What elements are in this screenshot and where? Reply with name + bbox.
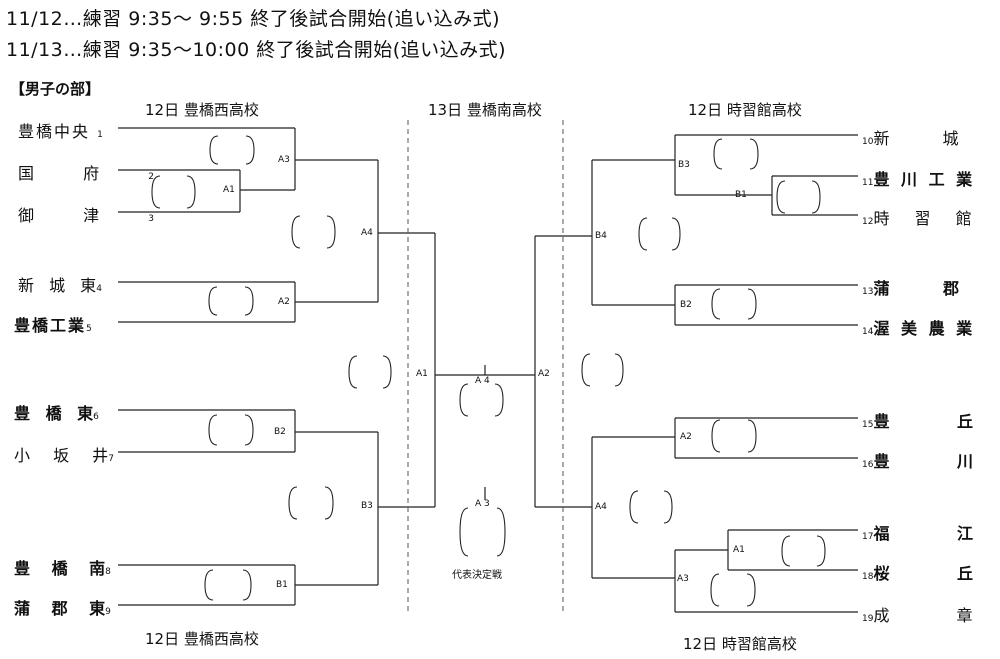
team-left-4: 新 城 東4 xyxy=(18,276,102,295)
match-code-center-a1: A1 xyxy=(416,369,428,379)
team-right-15: 15豊 丘 xyxy=(862,412,974,431)
match-code-right-b3: B3 xyxy=(678,160,690,170)
match-code-left-a4: A4 xyxy=(361,228,373,238)
match-code-right-b4: B4 xyxy=(595,231,607,241)
team-left-5: 豊橋工業5 xyxy=(14,316,94,335)
team-left-1: 豊橋中央 1 xyxy=(18,122,105,141)
team-right-13: 13蒲 郡 xyxy=(862,279,960,298)
match-code-left-b1: B1 xyxy=(276,580,288,590)
match-code-right-a3: A3 xyxy=(677,574,689,584)
match-code-center-a4: A 4 xyxy=(475,376,490,386)
match-code-left-a2: A2 xyxy=(278,297,290,307)
venue-top-left: 12日 豊橋西高校 xyxy=(145,101,259,119)
match-code-left-a1: A1 xyxy=(223,185,235,195)
schedule-line-2: 11/13…練習 9:35～10:00 終了後試合開始(追い込み式) xyxy=(6,39,507,61)
match-code-left-b2: B2 xyxy=(274,427,286,437)
final-match-label: 代表決定戦 xyxy=(452,570,502,581)
team-right-17: 17福 江 xyxy=(862,524,974,543)
match-code-left-a3: A3 xyxy=(278,155,290,165)
match-code-right-b2: B2 xyxy=(680,300,692,310)
match-code-right-a4: A4 xyxy=(595,502,607,512)
match-code-center-a2: A2 xyxy=(538,369,550,379)
team-left-3: 御 津 3 xyxy=(18,206,154,225)
match-code-center-a3: A 3 xyxy=(475,499,490,509)
match-code-right-b1: B1 xyxy=(735,190,747,200)
team-right-11: 11豊 川 工 業 xyxy=(862,170,973,189)
match-code-right-a1: A1 xyxy=(733,545,745,555)
venue-top-right: 12日 時習館高校 xyxy=(688,101,802,119)
team-right-18: 18桜 丘 xyxy=(862,564,974,583)
team-right-10: 10新 城 xyxy=(862,129,959,148)
team-left-8: 豊 橋 南8 xyxy=(14,559,111,578)
team-right-12: 12時 習 館 xyxy=(862,209,972,228)
venue-bottom-left: 12日 豊橋西高校 xyxy=(145,630,259,648)
match-code-left-b3: B3 xyxy=(361,501,373,511)
team-right-14: 14渥 美 農 業 xyxy=(862,319,973,338)
team-right-16: 16豊 川 xyxy=(862,452,974,471)
team-left-9: 蒲 郡 東9 xyxy=(14,599,111,618)
team-left-6: 豊 橋 東6 xyxy=(14,404,99,423)
match-code-right-a2: A2 xyxy=(680,432,692,442)
schedule-line-1: 11/12…練習 9:35～ 9:55 終了後試合開始(追い込み式) xyxy=(6,8,501,30)
team-left-7: 小 坂 井7 xyxy=(14,446,114,465)
venue-top-center: 13日 豊橋南高校 xyxy=(428,101,542,119)
team-right-19: 19成 章 xyxy=(862,606,973,625)
section-title: 【男子の部】 xyxy=(10,80,101,98)
team-left-2: 国 府 2 xyxy=(18,164,154,183)
venue-bottom-right: 12日 時習館高校 xyxy=(683,635,797,653)
